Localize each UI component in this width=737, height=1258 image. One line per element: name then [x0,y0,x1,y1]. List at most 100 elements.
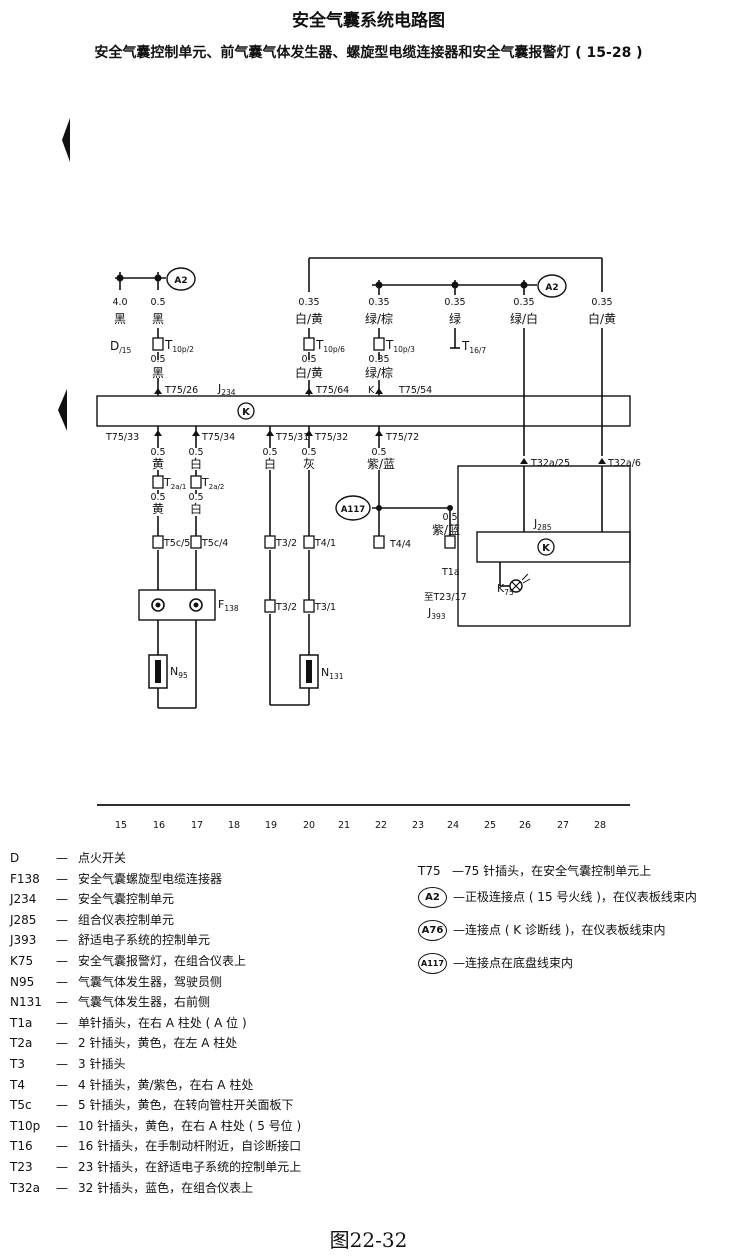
ruler-number: 17 [191,820,203,831]
j234-k-symbol: K [242,407,251,418]
pin-label: K [368,385,375,396]
a2-point-label: A2 [545,283,558,293]
n131-label: N [321,666,329,679]
legend-item: A117—连接点在底盘线束内 [418,953,697,986]
t10p3-label: T [385,338,394,352]
legend-item: T1a—单针插头，在右 A 柱处 ( A 位 ) [10,1015,247,1030]
pin-label: T3/2 [275,602,297,613]
n95-sub: 95 [178,671,188,680]
connection-point-icon: A76 [418,920,447,941]
ruler-number: 15 [115,820,127,831]
svg-text:J234: J234 [217,382,236,397]
svg-text:D/15: D/15 [110,339,132,355]
ruler-number: 24 [447,820,459,831]
wire-color: 黑 [114,312,126,326]
pin-label: T5c/4 [201,538,228,549]
svg-text:T16/7: T16/7 [461,339,486,355]
j393-sub: 393 [431,612,446,621]
legend-item: J393—舒适电子系统的控制单元 [10,933,211,948]
legend-item: T5c—5 针插头，黄色，在转向管柱开关面板下 [10,1098,294,1113]
wire-color: 白 [190,501,202,516]
legend-item: T2a—2 针插头，黄色，在左 A 柱处 [10,1036,238,1051]
legend-item: T75—75 针插头，在安全气囊控制单元上 [418,864,652,878]
t10p2-label: T [164,338,173,352]
ruler-number: 23 [412,820,424,831]
ruler-number: 18 [228,820,240,831]
svg-text:K75: K75 [497,582,514,597]
ruler-number: 25 [484,820,496,831]
t10p2-sub: 10p/2 [172,345,194,354]
t2a1-sub: 2a/1 [171,483,187,491]
pin-label: T75/34 [201,432,235,443]
pin-label: T3/2 [275,538,297,549]
wire-size: 0.5 [150,492,165,503]
pin-label: T75/33 [105,432,139,443]
svg-text:T10p/3: T10p/3 [385,338,415,354]
t2a2-sub: 2a/2 [209,483,225,491]
j285-sub: 285 [537,523,552,532]
d-label: D [110,339,119,353]
wire-size: 0.35 [444,297,465,308]
t10p3-sub: 10p/3 [393,345,415,354]
pin-label: T4/1 [314,538,336,549]
wire-color: 黑 [152,312,164,326]
wire-size: 0.5 [301,447,316,458]
f138-sub: 138 [224,604,239,613]
wire-color: 白/黄 [588,311,616,326]
wire-size: 0.5 [150,354,165,365]
connection-point-icon: A2 [418,887,447,908]
legend-item: N131—气囊气体发生器，右前侧 [10,995,211,1010]
t2a1-label: T [163,476,171,489]
pin-label: T75/26 [164,385,198,396]
wire-color: 黄 [152,457,164,471]
wire-size: 0.35 [591,297,612,308]
wire-size: 0.5 [188,447,203,458]
wire-size: 0.5 [188,492,203,503]
f138-label: F [218,598,224,611]
legend-item: A76—连接点 ( K 诊断线 )，在仪表板线束内 [418,920,697,953]
k75-sub: 75 [504,588,514,597]
legend-item: N95—气囊气体发生器，驾驶员侧 [10,974,223,989]
wire-color: 白 [190,456,202,471]
wire-size: 0.5 [301,354,316,365]
wire-color: 紫/蓝 [367,457,395,471]
legend-item: J285—组合仪表控制单元 [10,912,175,927]
ruler-number: 20 [303,820,315,831]
wire-size: 0.5 [150,297,165,308]
pin-label: T75/31 [275,432,309,443]
t16-label: T [461,339,470,353]
svg-text:T2a/1: T2a/1 [163,476,186,491]
t10p6-label: T [315,338,324,352]
n131-sub: 131 [329,672,344,681]
ruler-number: 16 [153,820,165,831]
wire-size: 0.5 [262,447,277,458]
d-sub: /15 [119,346,131,355]
pin-label: T5c/5 [163,538,190,549]
legend-item: T16—16 针插头，在手制动杆附近，自诊断接口 [10,1139,302,1154]
legend-item: K75—安全气囊报警灯，在组合仪表上 [10,953,247,968]
t16-sub: 16/7 [469,346,486,355]
wire-color: 紫/蓝 [432,523,460,537]
svg-text:N131: N131 [321,666,344,681]
wire-color: 白/黄 [295,365,323,380]
legend-item: J234—安全气囊控制单元 [10,892,175,907]
legend-item: T4—4 针插头，黄/紫色，在右 A 柱处 [10,1077,254,1092]
left-arrow-icon [58,389,67,431]
wire-color: 灰 [303,457,315,471]
svg-text:T2a/2: T2a/2 [201,476,224,491]
pin-label: T3/1 [314,602,336,613]
t2a2-label: T [201,476,209,489]
k75-label: K [497,582,505,595]
wire-size: 4.0 [112,297,127,308]
legend-item: D—点火开关 [10,851,127,865]
legend-right: T75—75 针插头，在安全气囊控制单元上 A2—正极连接点 ( 15 号火线 … [418,862,697,986]
pin-label: T1a [441,567,460,578]
n95-label: N [170,665,178,678]
ruler-number: 19 [265,820,277,831]
pin-label: T75/64 [315,385,349,396]
legend-item: T3—3 针插头 [10,1056,126,1071]
ruler-number: 22 [375,820,387,831]
ruler-number: 27 [557,820,569,831]
pin-label: T4/4 [389,539,411,550]
page-title: 安全气囊系统电路图 [292,11,445,31]
